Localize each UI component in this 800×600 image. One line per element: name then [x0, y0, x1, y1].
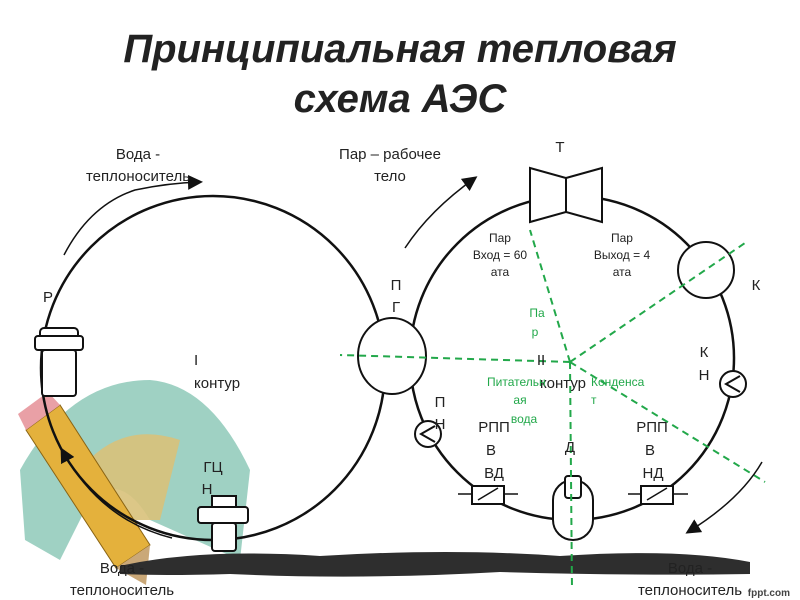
slide-title: Принципиальная тепловая схема АЭС — [0, 24, 800, 124]
label-rppvd-1: РПП — [478, 419, 510, 436]
watermark-text: fppt.com — [748, 588, 790, 599]
label-steam-top-2: тело — [374, 168, 406, 185]
label-green-cond-2: т — [591, 393, 597, 407]
label-rppnd-3: НД — [643, 465, 664, 482]
label-reactor: Р — [43, 289, 53, 306]
label-contour-1-b: контур — [194, 375, 240, 392]
green-divider-lines — [339, 229, 766, 591]
label-rppvd-3: ВД — [484, 465, 504, 482]
label-gcn-1: ГЦ — [203, 459, 222, 476]
label-rppnd-2: В — [645, 442, 655, 459]
label-green-feed-1: Питательн — [487, 375, 546, 389]
label-water-bottom-right-1: Вода - — [668, 560, 712, 577]
label-contour-1-a: I — [194, 352, 198, 369]
regen-heater-lp[interactable] — [628, 485, 688, 505]
label-water-bottom-left-2: теплоноситель — [70, 582, 174, 599]
label-steam-top-1: Пар – рабочее — [339, 146, 441, 163]
label-pg-1: П — [391, 277, 402, 294]
label-water-top-2: теплоноситель — [86, 168, 190, 185]
label-water-bottom-left-1: Вода - — [100, 560, 144, 577]
feed-pump[interactable] — [414, 420, 442, 448]
label-turbine: Т — [555, 139, 564, 156]
regen-heater-hp[interactable] — [458, 485, 518, 505]
label-green-feed-2: ая — [513, 393, 526, 407]
label-steam-out-3: ата — [613, 265, 632, 279]
label-green-feed-3: вода — [511, 412, 538, 426]
condensate-pump[interactable] — [719, 370, 747, 398]
ground-strip — [120, 552, 750, 577]
label-green-steam-1: Па — [529, 306, 545, 320]
label-steam-in-1: Пар — [489, 231, 511, 245]
label-water-bottom-right-2: теплоноситель — [638, 582, 742, 599]
title-line-1: Принципиальная тепловая — [123, 27, 677, 71]
label-contour-2-a: II — [537, 352, 545, 369]
label-condenser: К — [752, 277, 761, 294]
label-contour-2-b: контур — [540, 375, 586, 392]
main-circulation-pump[interactable] — [197, 495, 249, 552]
label-kn-2: Н — [699, 367, 710, 384]
label-green-steam-2: р — [532, 325, 539, 339]
title-line-2: схема АЭС — [293, 77, 507, 121]
label-rppvd-2: В — [486, 442, 496, 459]
label-steam-in-3: ата — [491, 265, 510, 279]
deaerator-symbol[interactable] — [552, 475, 594, 541]
label-green-cond-1: Конденса — [591, 375, 645, 389]
label-pn-2: Н — [435, 416, 446, 433]
label-steam-in-2: Вход = 60 — [473, 248, 527, 262]
steam-generator[interactable] — [357, 317, 427, 395]
label-gcn-2: Н — [202, 481, 213, 498]
turbine-symbol[interactable] — [529, 166, 603, 224]
label-rppnd-1: РПП — [636, 419, 668, 436]
label-pg-2: Г — [392, 299, 400, 316]
flow-arrows — [60, 174, 763, 539]
label-deaerator: Д — [565, 439, 575, 456]
condenser-symbol[interactable] — [677, 241, 735, 299]
label-pn-1: П — [435, 394, 446, 411]
label-steam-out-1: Пар — [611, 231, 633, 245]
label-kn-1: К — [700, 344, 709, 361]
label-steam-out-2: Выход = 4 — [594, 248, 651, 262]
reactor-symbol[interactable] — [34, 327, 84, 397]
label-water-top-1: Вода - — [116, 146, 160, 163]
ruler-pencil-clipart — [18, 380, 250, 585]
